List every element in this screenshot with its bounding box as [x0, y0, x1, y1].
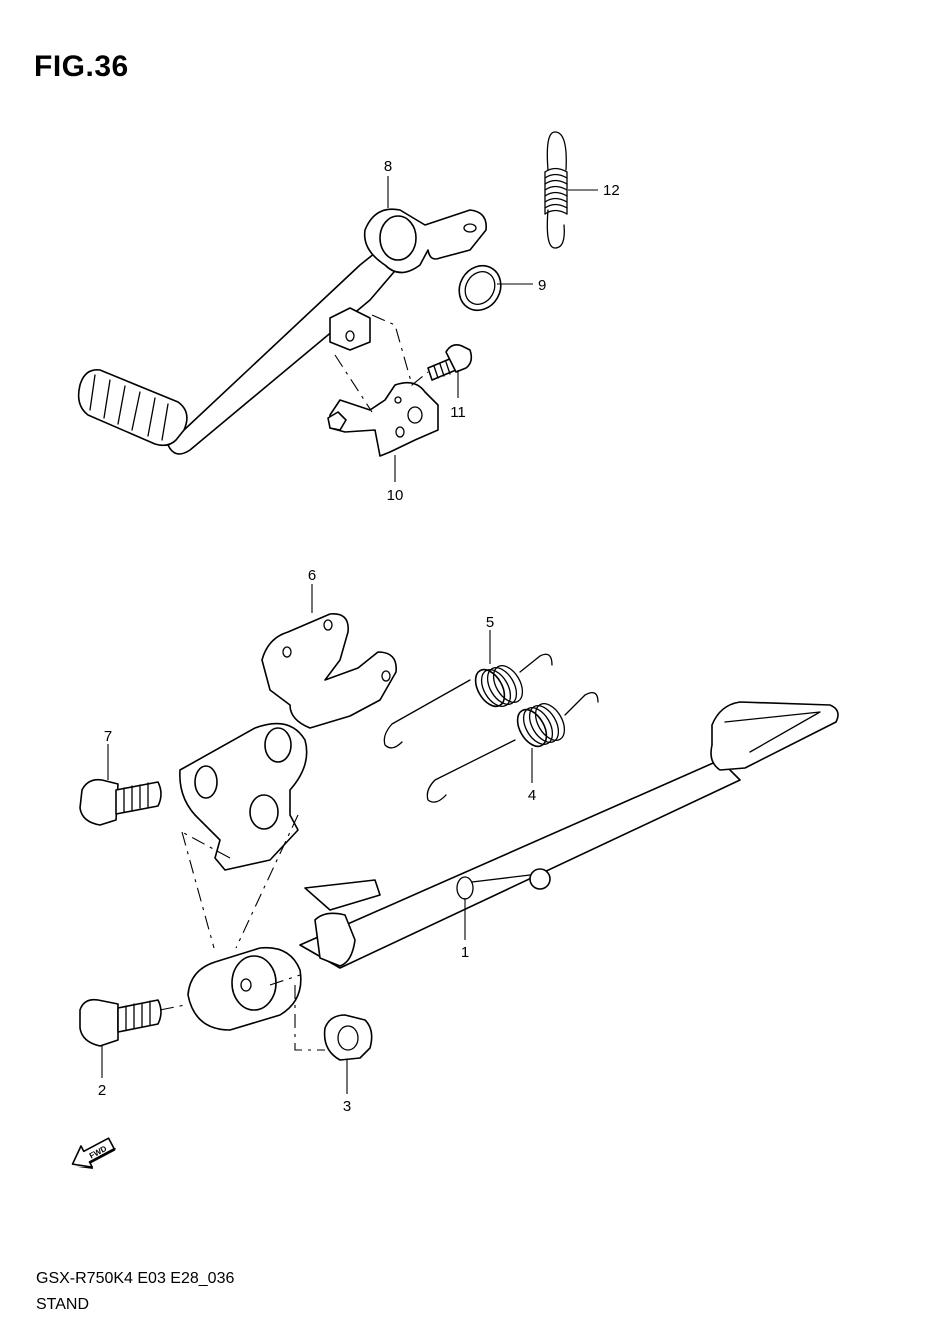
figure-title: FIG.36: [34, 50, 129, 83]
part-10-bracket: [327, 381, 439, 457]
callout-1: 1: [461, 944, 469, 961]
callout-6: 6: [308, 567, 316, 584]
callout-8: 8: [384, 158, 392, 175]
part-12-spring: [544, 131, 568, 249]
callout-4: 4: [528, 787, 536, 804]
assembly-line-lower-3: [159, 974, 301, 1011]
leader-lines: [101, 176, 598, 1094]
callout-7: 7: [104, 728, 112, 745]
part-3-nut: [323, 1014, 373, 1061]
assembly-line-lower-1: [181, 814, 299, 949]
section-name: STAND: [36, 1296, 90, 1313]
callout-2: 2: [98, 1082, 106, 1099]
part-2-bolt: [79, 998, 162, 1047]
callout-5: 5: [486, 614, 494, 631]
callout-12: 12: [603, 182, 620, 199]
part-4-spring: [426, 692, 599, 803]
part-6-stand-bracket: [179, 613, 397, 871]
fwd-arrow-icon: FWD: [71, 1137, 116, 1169]
callout-9: 9: [538, 277, 546, 294]
part-5-spring: [383, 653, 553, 749]
part-1-side-stand: [187, 701, 839, 1031]
part-8-brake-pedal: [77, 208, 487, 455]
assembly-line-upper-1: [371, 314, 429, 386]
part-11-bolt: [427, 344, 473, 381]
model-code: GSX-R750K4 E03 E28_036: [36, 1270, 235, 1287]
part-7-bolt: [79, 778, 162, 826]
callout-11: 11: [450, 404, 466, 421]
callout-10: 10: [387, 487, 404, 504]
callout-3: 3: [343, 1098, 351, 1115]
part-9-washer: [458, 264, 502, 312]
assembly-line-upper-2: [334, 354, 373, 413]
assembly-line-lower-2: [294, 985, 325, 1051]
